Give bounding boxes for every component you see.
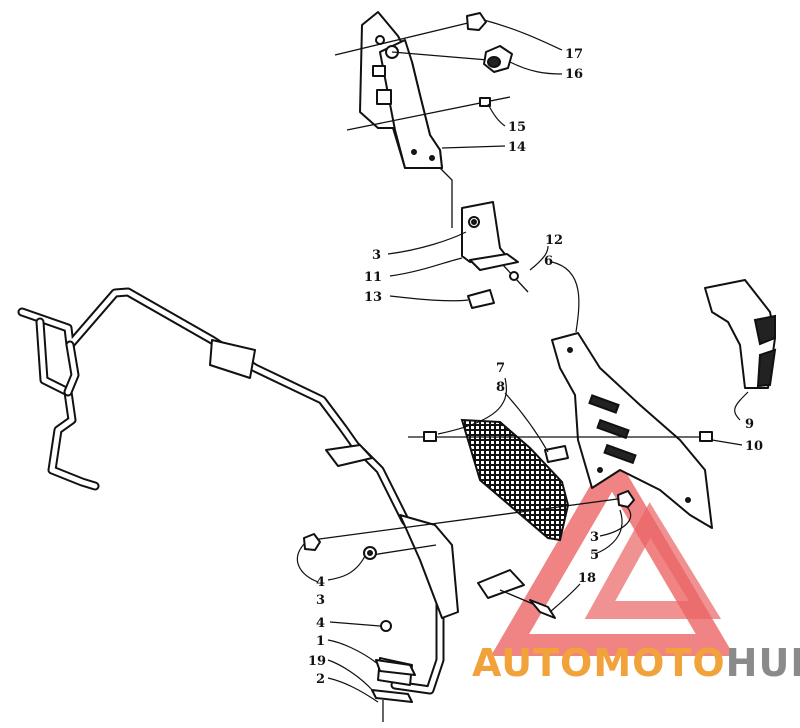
callout-9: 9 (745, 417, 754, 432)
part-15-pin (479, 97, 491, 107)
part-14-upper-bracket (359, 11, 443, 169)
callout-3-middle: 3 (590, 530, 599, 545)
part-8-bracket (544, 445, 569, 463)
part-17-nut (466, 12, 487, 31)
main-tubular-frame (17, 287, 459, 695)
callout-19: 19 (308, 654, 326, 669)
part-9-cover (704, 279, 777, 389)
callout-18: 18 (578, 571, 596, 586)
callout-1: 1 (316, 634, 325, 649)
part-1-plate (375, 659, 416, 676)
part-18-bolt (529, 599, 556, 619)
part-5-plate (477, 569, 525, 599)
watermark-brand-moto: MOTO (593, 641, 725, 685)
callout-8: 8 (496, 380, 505, 395)
callout-16: 16 (565, 67, 583, 82)
part-10-pin (699, 431, 713, 442)
part-7-pin (423, 431, 437, 442)
part-12-bolt (502, 264, 529, 293)
watermark-brand-hub: HUB (726, 641, 800, 685)
callout-4-lower: 4 (316, 616, 325, 631)
watermark-brand-auto: AUTO (472, 641, 593, 685)
callout-12: 12 (545, 233, 563, 248)
part-3-nut-right (617, 490, 635, 508)
callout-2: 2 (316, 672, 325, 687)
mesh-grille (460, 418, 570, 542)
watermark-brand-text: AUTOMOTOHUB (472, 641, 800, 685)
callout-11: 11 (364, 270, 382, 285)
callout-10: 10 (745, 439, 763, 454)
callout-4-left: 4 (316, 575, 325, 590)
callout-3-lower: 3 (316, 593, 325, 608)
part-4-washer-lower (380, 620, 392, 632)
watermark-triangle-inner (584, 502, 722, 619)
part-11-mount-plate (461, 201, 519, 271)
svg-text:AUTOMOTOHUB: AUTOMOTOHUB (472, 641, 800, 685)
part-3-nut-left (303, 533, 321, 551)
callout-14: 14 (508, 140, 526, 155)
leader-lines (296, 19, 749, 703)
callout-17: 17 (565, 47, 583, 62)
watermark-logo (490, 448, 735, 656)
callout-7: 7 (496, 361, 505, 376)
callout-15: 15 (508, 120, 526, 135)
part-4-washer-left (363, 546, 377, 560)
part-13-clip (467, 289, 495, 309)
callout-5: 5 (590, 548, 599, 563)
callout-3-upper: 3 (372, 248, 381, 263)
part-19-plate (371, 689, 413, 703)
callout-labels: 17 16 15 14 3 11 12 6 13 7 8 9 10 3 5 18… (308, 47, 763, 687)
part-6-side-panel (551, 332, 713, 529)
part-16-bushing (483, 45, 513, 73)
callout-13: 13 (364, 290, 382, 305)
callout-6: 6 (544, 254, 553, 269)
